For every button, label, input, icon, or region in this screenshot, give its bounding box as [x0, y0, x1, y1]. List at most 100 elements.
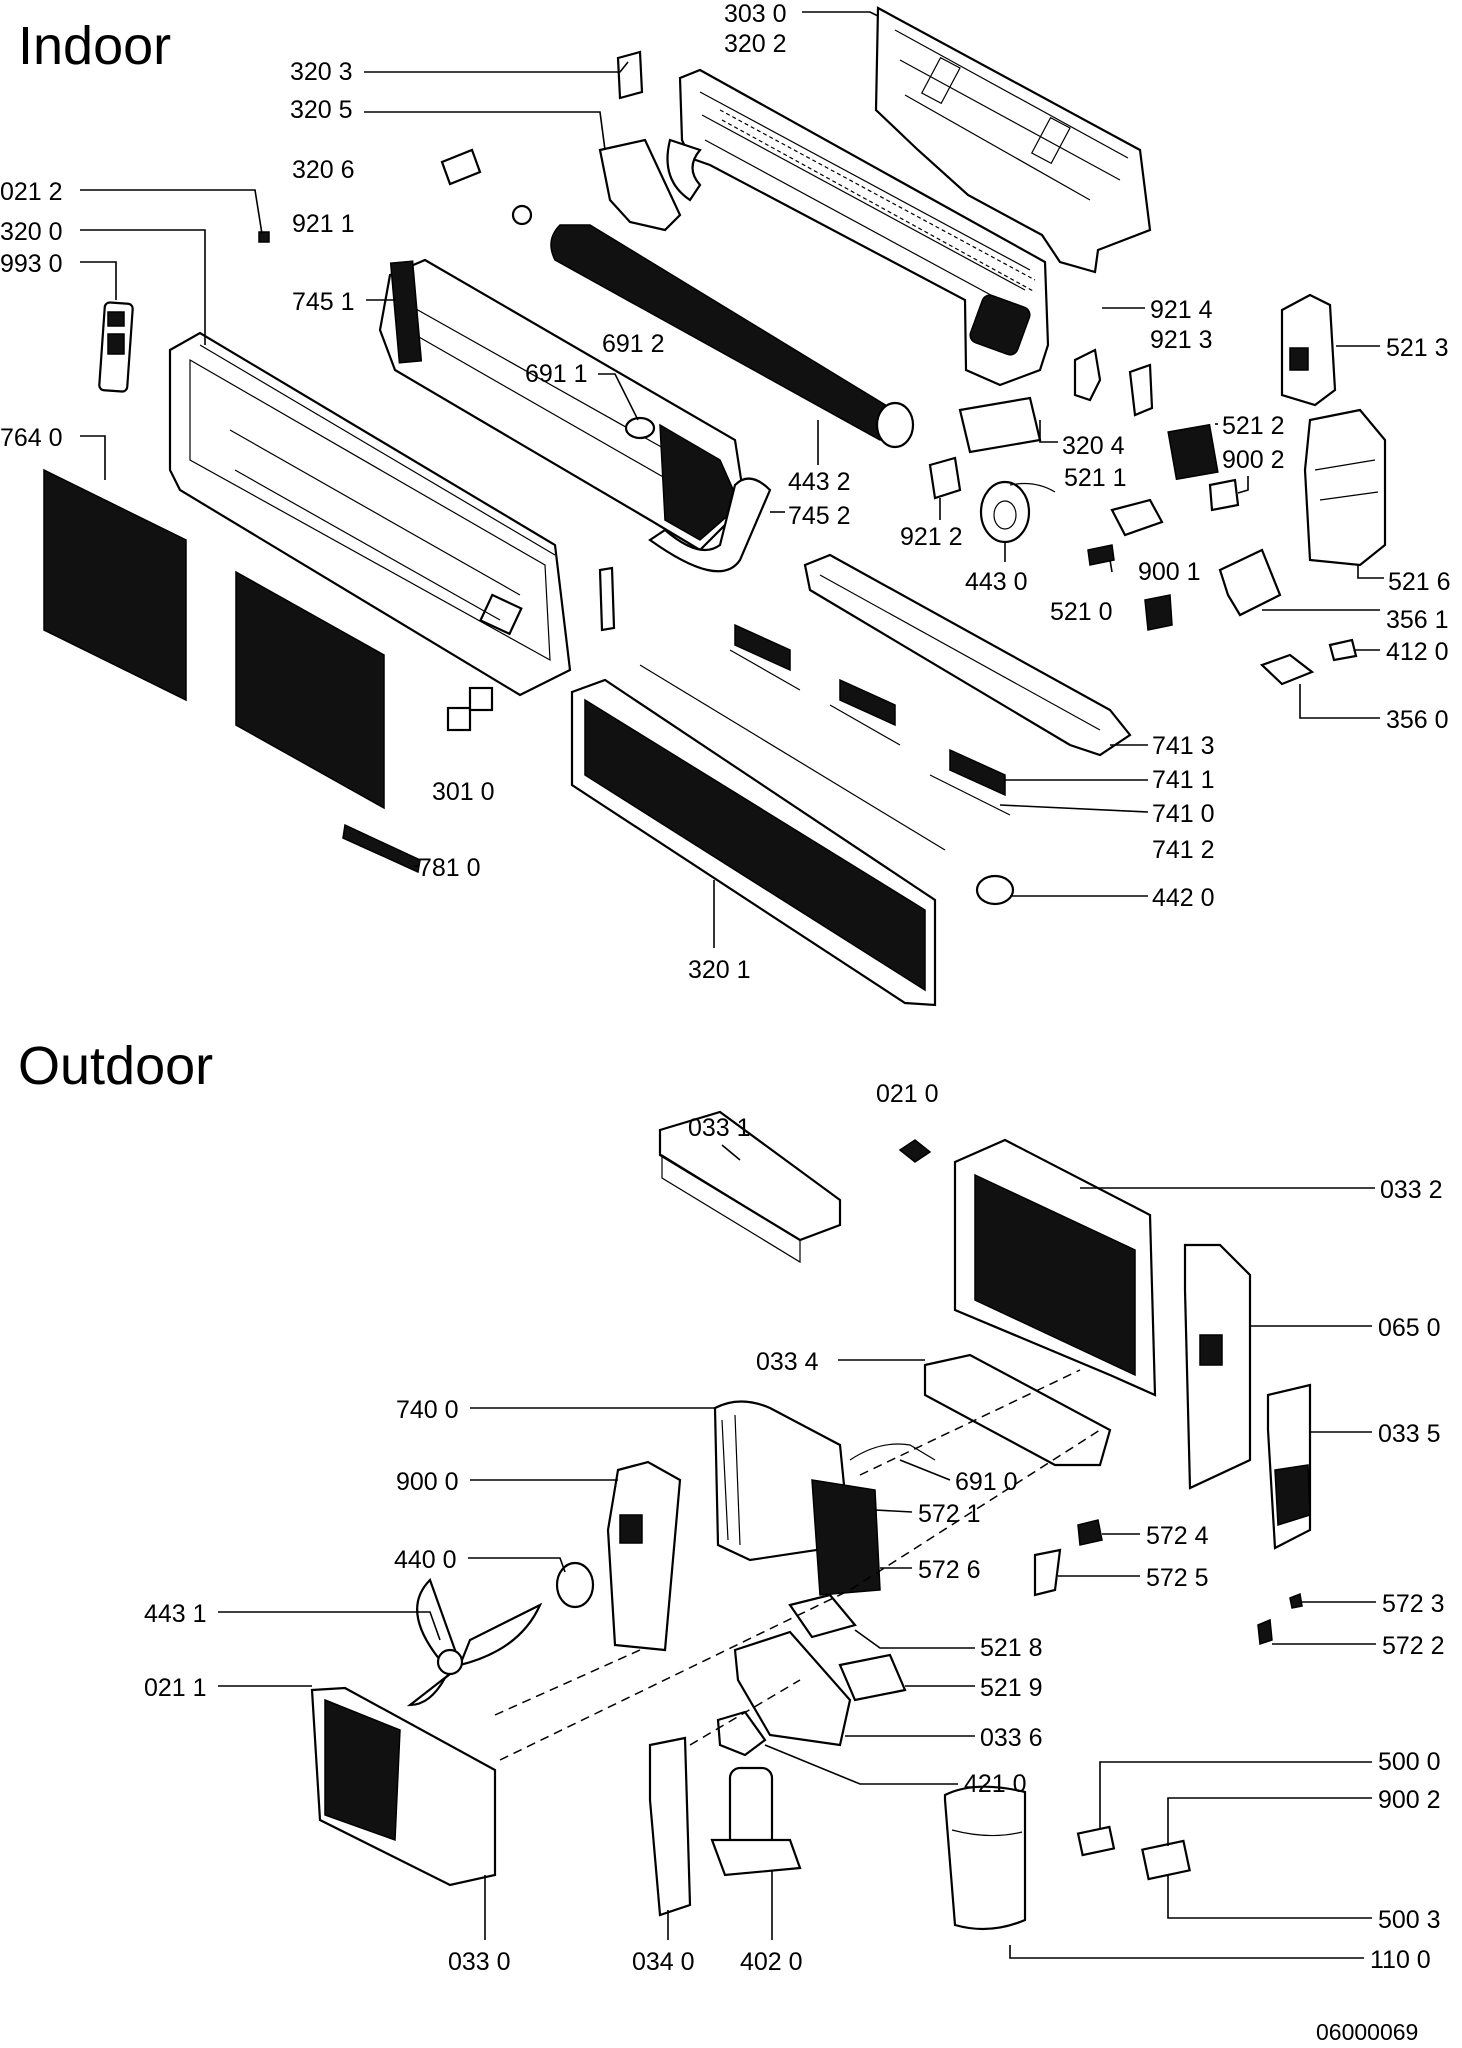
indoor-part-label: 741 0: [1152, 800, 1215, 828]
outdoor-leader-line: [1099, 1761, 1372, 1828]
outdoor-leader-line: [1167, 1797, 1372, 1846]
service-panel-drawing: [1266, 1383, 1312, 1550]
outdoor-part-label: 440 0: [394, 1546, 457, 1574]
indoor-part-label: 356 0: [1386, 706, 1449, 734]
display-cover-drawing: [446, 706, 472, 732]
indoor-leader-line: [80, 229, 206, 345]
indoor-leader-line: [80, 435, 106, 480]
outdoor-leader-line: [764, 1744, 958, 1785]
indoor-part-label: 320 2: [724, 30, 787, 58]
top-cover-drawing: [658, 1110, 842, 1264]
indoor-part-label: 921 1: [292, 210, 355, 238]
cover-plate-drawing: [1218, 548, 1282, 617]
indoor-part-label: 303 0: [724, 0, 787, 28]
indoor-leader-line: [364, 61, 629, 73]
outdoor-part-label: 572 4: [1146, 1522, 1209, 1550]
transformer-drawing: [1167, 423, 1219, 481]
valve-cap-a-drawing: [1077, 1519, 1103, 1546]
outdoor-parts: [310, 1110, 1312, 1931]
pcb-a-drawing: [788, 1593, 857, 1639]
indoor-part-label: 741 3: [1152, 732, 1215, 760]
indoor-leader-line: [1039, 420, 1058, 443]
indoor-part-label: 521 3: [1386, 334, 1449, 362]
indoor-part-label: 320 3: [290, 58, 353, 86]
outdoor-front-panel-drawing: [310, 1686, 497, 1887]
outdoor-part-label: 572 3: [1382, 1590, 1445, 1618]
indoor-leader-line: [364, 111, 606, 151]
indoor-part-label: 521 0: [1050, 598, 1113, 626]
indoor-part-label: 521 1: [1064, 464, 1127, 492]
indoor-part-label: 412 0: [1386, 638, 1449, 666]
assembly-line-b: [499, 1429, 1101, 1761]
indoor-part-label: 745 2: [788, 502, 851, 530]
indoor-part-label: 320 4: [1062, 432, 1125, 460]
outdoor-leader-line: [899, 1459, 951, 1481]
cross-flow-fan-drawing: [550, 224, 915, 449]
indoor-leader-line: [1109, 559, 1113, 573]
indoor-part-label: 521 2: [1222, 412, 1285, 440]
outdoor-part-label: 572 1: [918, 1500, 981, 1528]
pcb-b-drawing: [838, 1653, 907, 1702]
side-bracket-drawing: [598, 138, 682, 232]
valve-cap-b-drawing: [1289, 1592, 1303, 1609]
compressor-drawing: [710, 1766, 802, 1877]
fuse-drawing: [1144, 594, 1173, 631]
back-panel-drawing: [648, 1736, 692, 1917]
relay-drawing: [1087, 544, 1115, 566]
outdoor-part-label: 033 0: [448, 1948, 511, 1976]
outdoor-part-label: 033 6: [980, 1724, 1043, 1752]
clamp-b-drawing: [1128, 363, 1154, 417]
propeller-fan-drawing: [406, 1577, 543, 1707]
terminal-block-drawing: [1110, 498, 1164, 537]
indoor-part-label: 442 0: [1152, 884, 1215, 912]
air-filter-left-drawing: [43, 468, 187, 702]
indoor-part-label: 320 5: [290, 96, 353, 124]
indoor-leader-line: [999, 804, 1149, 813]
lower-bracket-drawing: [958, 396, 1042, 454]
outdoor-part-label: 900 2: [1378, 1786, 1441, 1814]
remote-control-drawing: [98, 301, 134, 393]
front-housing-drawing: [168, 331, 572, 697]
indoor-part-label: 021 2: [0, 178, 63, 206]
outdoor-leader-line: [1009, 1945, 1364, 1959]
indoor-leader-line: [1357, 565, 1384, 579]
section-title-indoor: Indoor: [18, 16, 171, 76]
sensor-holder-drawing: [1328, 638, 1358, 662]
outdoor-part-label: 033 4: [756, 1348, 819, 1376]
small-board-drawing: [1208, 478, 1240, 512]
outdoor-part-label: 033 5: [1378, 1420, 1441, 1448]
indoor-part-label: 356 1: [1386, 606, 1449, 634]
indoor-part-label: 921 3: [1150, 326, 1213, 354]
chassis-frame-drawing: [666, 68, 1050, 387]
indoor-leader-line: [598, 373, 639, 421]
motor-cap-drawing: [928, 456, 962, 500]
outdoor-part-label: 740 0: [396, 1396, 459, 1424]
valve-cap-c-drawing: [1257, 1618, 1273, 1646]
indoor-part-label: 443 2: [788, 468, 851, 496]
outdoor-part-label: 034 0: [632, 1948, 695, 1976]
outdoor-leader-line: [721, 1144, 741, 1161]
indoor-part-label: 521 6: [1388, 568, 1451, 596]
front-grille-panel-drawing: [570, 664, 946, 1007]
outdoor-part-label: 065 0: [1378, 1314, 1441, 1342]
fan-motor-drawing: [979, 480, 1056, 544]
indoor-part-label: 993 0: [0, 250, 63, 278]
valve-bracket-drawing: [1033, 1548, 1062, 1597]
display-lens-drawing: [468, 686, 494, 712]
outdoor-part-label: 521 9: [980, 1674, 1043, 1702]
outdoor-leader-line: [1167, 1875, 1372, 1919]
outdoor-part-label: 021 1: [144, 1674, 207, 1702]
control-box-cover-drawing: [1280, 293, 1337, 407]
leader-lines: [80, 11, 1384, 1959]
outdoor-part-label: 572 5: [1146, 1564, 1209, 1592]
outdoor-part-label: 691 0: [955, 1468, 1018, 1496]
indoor-part-label: 320 0: [0, 218, 63, 246]
outdoor-part-label: 421 0: [964, 1770, 1027, 1798]
louver-sets-drawing: [729, 623, 1011, 816]
indoor-part-label: 320 1: [688, 956, 751, 984]
document-id: 06000069: [1316, 2019, 1418, 2045]
indoor-part-label: 691 2: [602, 330, 665, 358]
receiver-drawing: [598, 566, 616, 632]
